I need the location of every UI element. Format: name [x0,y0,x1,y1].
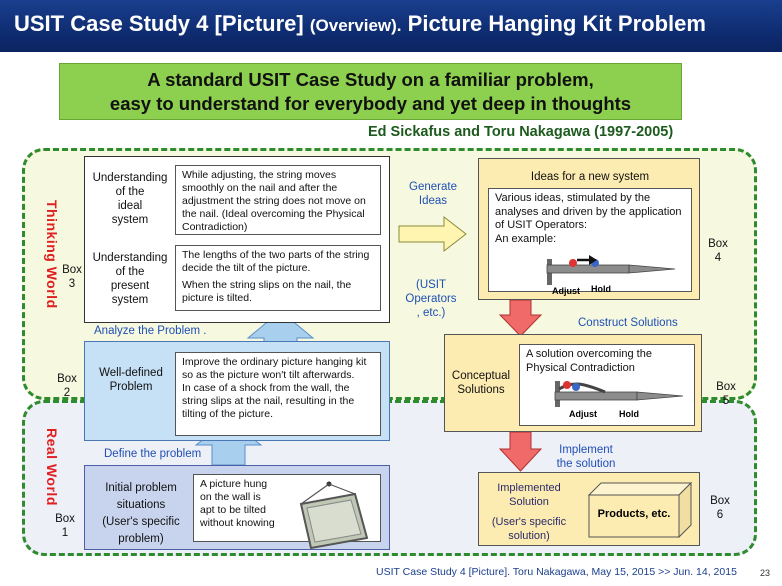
arrow-implement [498,431,543,472]
title-bar [0,0,782,52]
box6-implemented-solution: Implemented Solution (User's specific so… [478,472,700,546]
box5-conceptual-solutions: Conceptual Solutions A solution overcomi… [444,334,702,432]
ideas-text: Various ideas, stimulated by the analyse… [495,192,682,245]
ideal-system-text: While adjusting, the string moves smooth… [175,165,381,235]
real-world-label: Real World [44,428,60,506]
title-overview: (Overview). [309,16,402,35]
solution-device-icon [554,381,684,407]
products-box-icon [587,481,693,539]
define-problem-label: Define the problem [104,448,202,460]
users-specific-solution-label: (User's specific solution) [491,516,567,542]
ideas-title: Ideas for a new system [530,171,650,183]
generate-ideas-label: Generate Ideas [409,181,457,207]
box1-initial-problem: Initial problem situations (User's speci… [84,465,390,550]
construct-solutions-label: Construct Solutions [578,317,678,329]
usit-operators-label: (USIT Operators , etc.) [405,279,457,319]
banner-line-2: easy to understand for everybody and yet… [109,93,632,114]
conceptual-solution-card: A solution overcoming the Physical Contr… [519,344,695,426]
ideal-system-label: Understanding of the ideal system [92,172,168,226]
page-number: 23 [760,568,771,578]
present-system-text: The lengths of the two parts of the stri… [175,245,381,311]
solution-adjust-label: Adjust [569,409,597,419]
ideas-card: Various ideas, stimulated by the analyse… [488,188,692,292]
well-defined-problem-label: Well-defined Problem [99,367,163,393]
slide-title: USIT Case Study 4 [Picture] (Overview). … [14,11,706,37]
box4-number: Box 4 [708,238,728,264]
present-text-2: When the string slips on the nail, the p… [182,279,352,304]
authors: Ed Sickafus and Toru Nakagawa (1997-2005… [368,124,674,140]
box3-understanding: Understanding of the ideal system While … [84,156,390,323]
box4-ideas: Ideas for a new system Various ideas, st… [478,158,700,300]
conceptual-solutions-label: Conceptual Solutions [451,370,511,396]
arrow-generate [398,215,467,253]
idea-adjust-label: Adjust [552,286,580,296]
box2-well-defined-problem: Well-defined Problem Improve the ordinar… [84,341,390,441]
headline-banner: A standard USIT Case Study on a familiar… [59,63,682,120]
thinking-world-label: Thinking World [44,200,60,309]
well-defined-problem-text: Improve the ordinary picture hanging kit… [175,352,381,436]
box6-number: Box 6 [710,495,730,521]
analyze-problem-label: Analyze the Problem . [94,325,207,337]
idea-hold-label: Hold [591,284,611,294]
banner-line-1: A standard USIT Case Study on a familiar… [147,69,594,90]
implement-solution-label: Implement the solution [556,444,616,470]
implemented-solution-label: Implemented Solution [497,482,561,508]
products-label: Products, etc. [597,508,671,520]
arrow-construct [498,299,543,337]
footer-citation: USIT Case Study 4 [Picture]. Toru Nakaga… [376,566,737,578]
idea-device-icon [546,255,676,285]
present-system-label: Understanding of the present system [92,252,168,306]
box3-number: Box 3 [62,264,82,290]
box1-number: Box 1 [55,513,75,539]
box2-number: Box 2 [57,373,77,399]
box5-number: Box 5 [716,381,736,407]
solution-hold-label: Hold [619,409,639,419]
tilted-picture-icon [299,481,369,550]
present-text-1: The lengths of the two parts of the stri… [182,249,370,274]
title-main: USIT Case Study 4 [Picture] [14,11,304,36]
conceptual-solution-text: A solution overcoming the Physical Contr… [526,348,652,374]
initial-problem-label: Initial problem situations (User's speci… [102,482,180,545]
initial-problem-text: A picture hung on the wall is apt to be … [200,478,275,529]
title-tail: Picture Hanging Kit Problem [407,11,706,36]
